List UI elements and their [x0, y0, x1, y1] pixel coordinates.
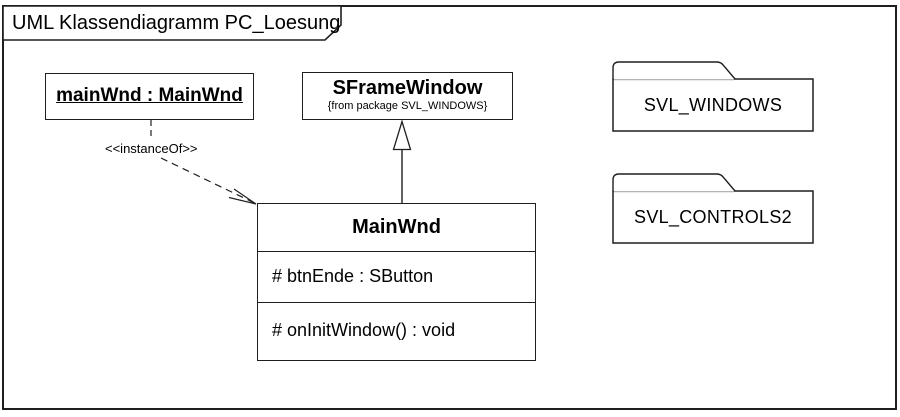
- instanceof-stereotype-label: <<instanceOf>>: [103, 141, 200, 156]
- class-name: MainWnd: [352, 216, 441, 238]
- package-node-svl-controls2: SVL_CONTROLS2: [611, 171, 816, 245]
- package-name: SVL_WINDOWS: [643, 95, 783, 115]
- object-label: mainWnd : MainWnd: [56, 85, 243, 106]
- object-node-mainwnd: mainWnd : MainWnd: [45, 73, 254, 120]
- package-folder-icon: [612, 61, 814, 132]
- class-node-mainwnd: MainWnd # btnEnde : SButton # onInitWind…: [257, 203, 536, 361]
- frame-title-tab-shape: [2, 5, 342, 41]
- package-name: SVL_CONTROLS2: [634, 207, 792, 227]
- class-node-sframewindow: SFrameWindow {from package SVL_WINDOWS}: [302, 72, 513, 120]
- class-operation: # onInitWindow() : void: [258, 302, 535, 359]
- class-attribute: # btnEnde : SButton: [258, 251, 535, 302]
- package-node-svl-windows: SVL_WINDOWS: [611, 59, 816, 133]
- class-name: SFrameWindow: [332, 77, 483, 99]
- frame-title: UML Klassendiagramm PC_Loesung: [12, 12, 341, 34]
- package-folder-icon: [612, 173, 814, 244]
- from-package-note: {from package SVL_WINDOWS}: [327, 100, 488, 112]
